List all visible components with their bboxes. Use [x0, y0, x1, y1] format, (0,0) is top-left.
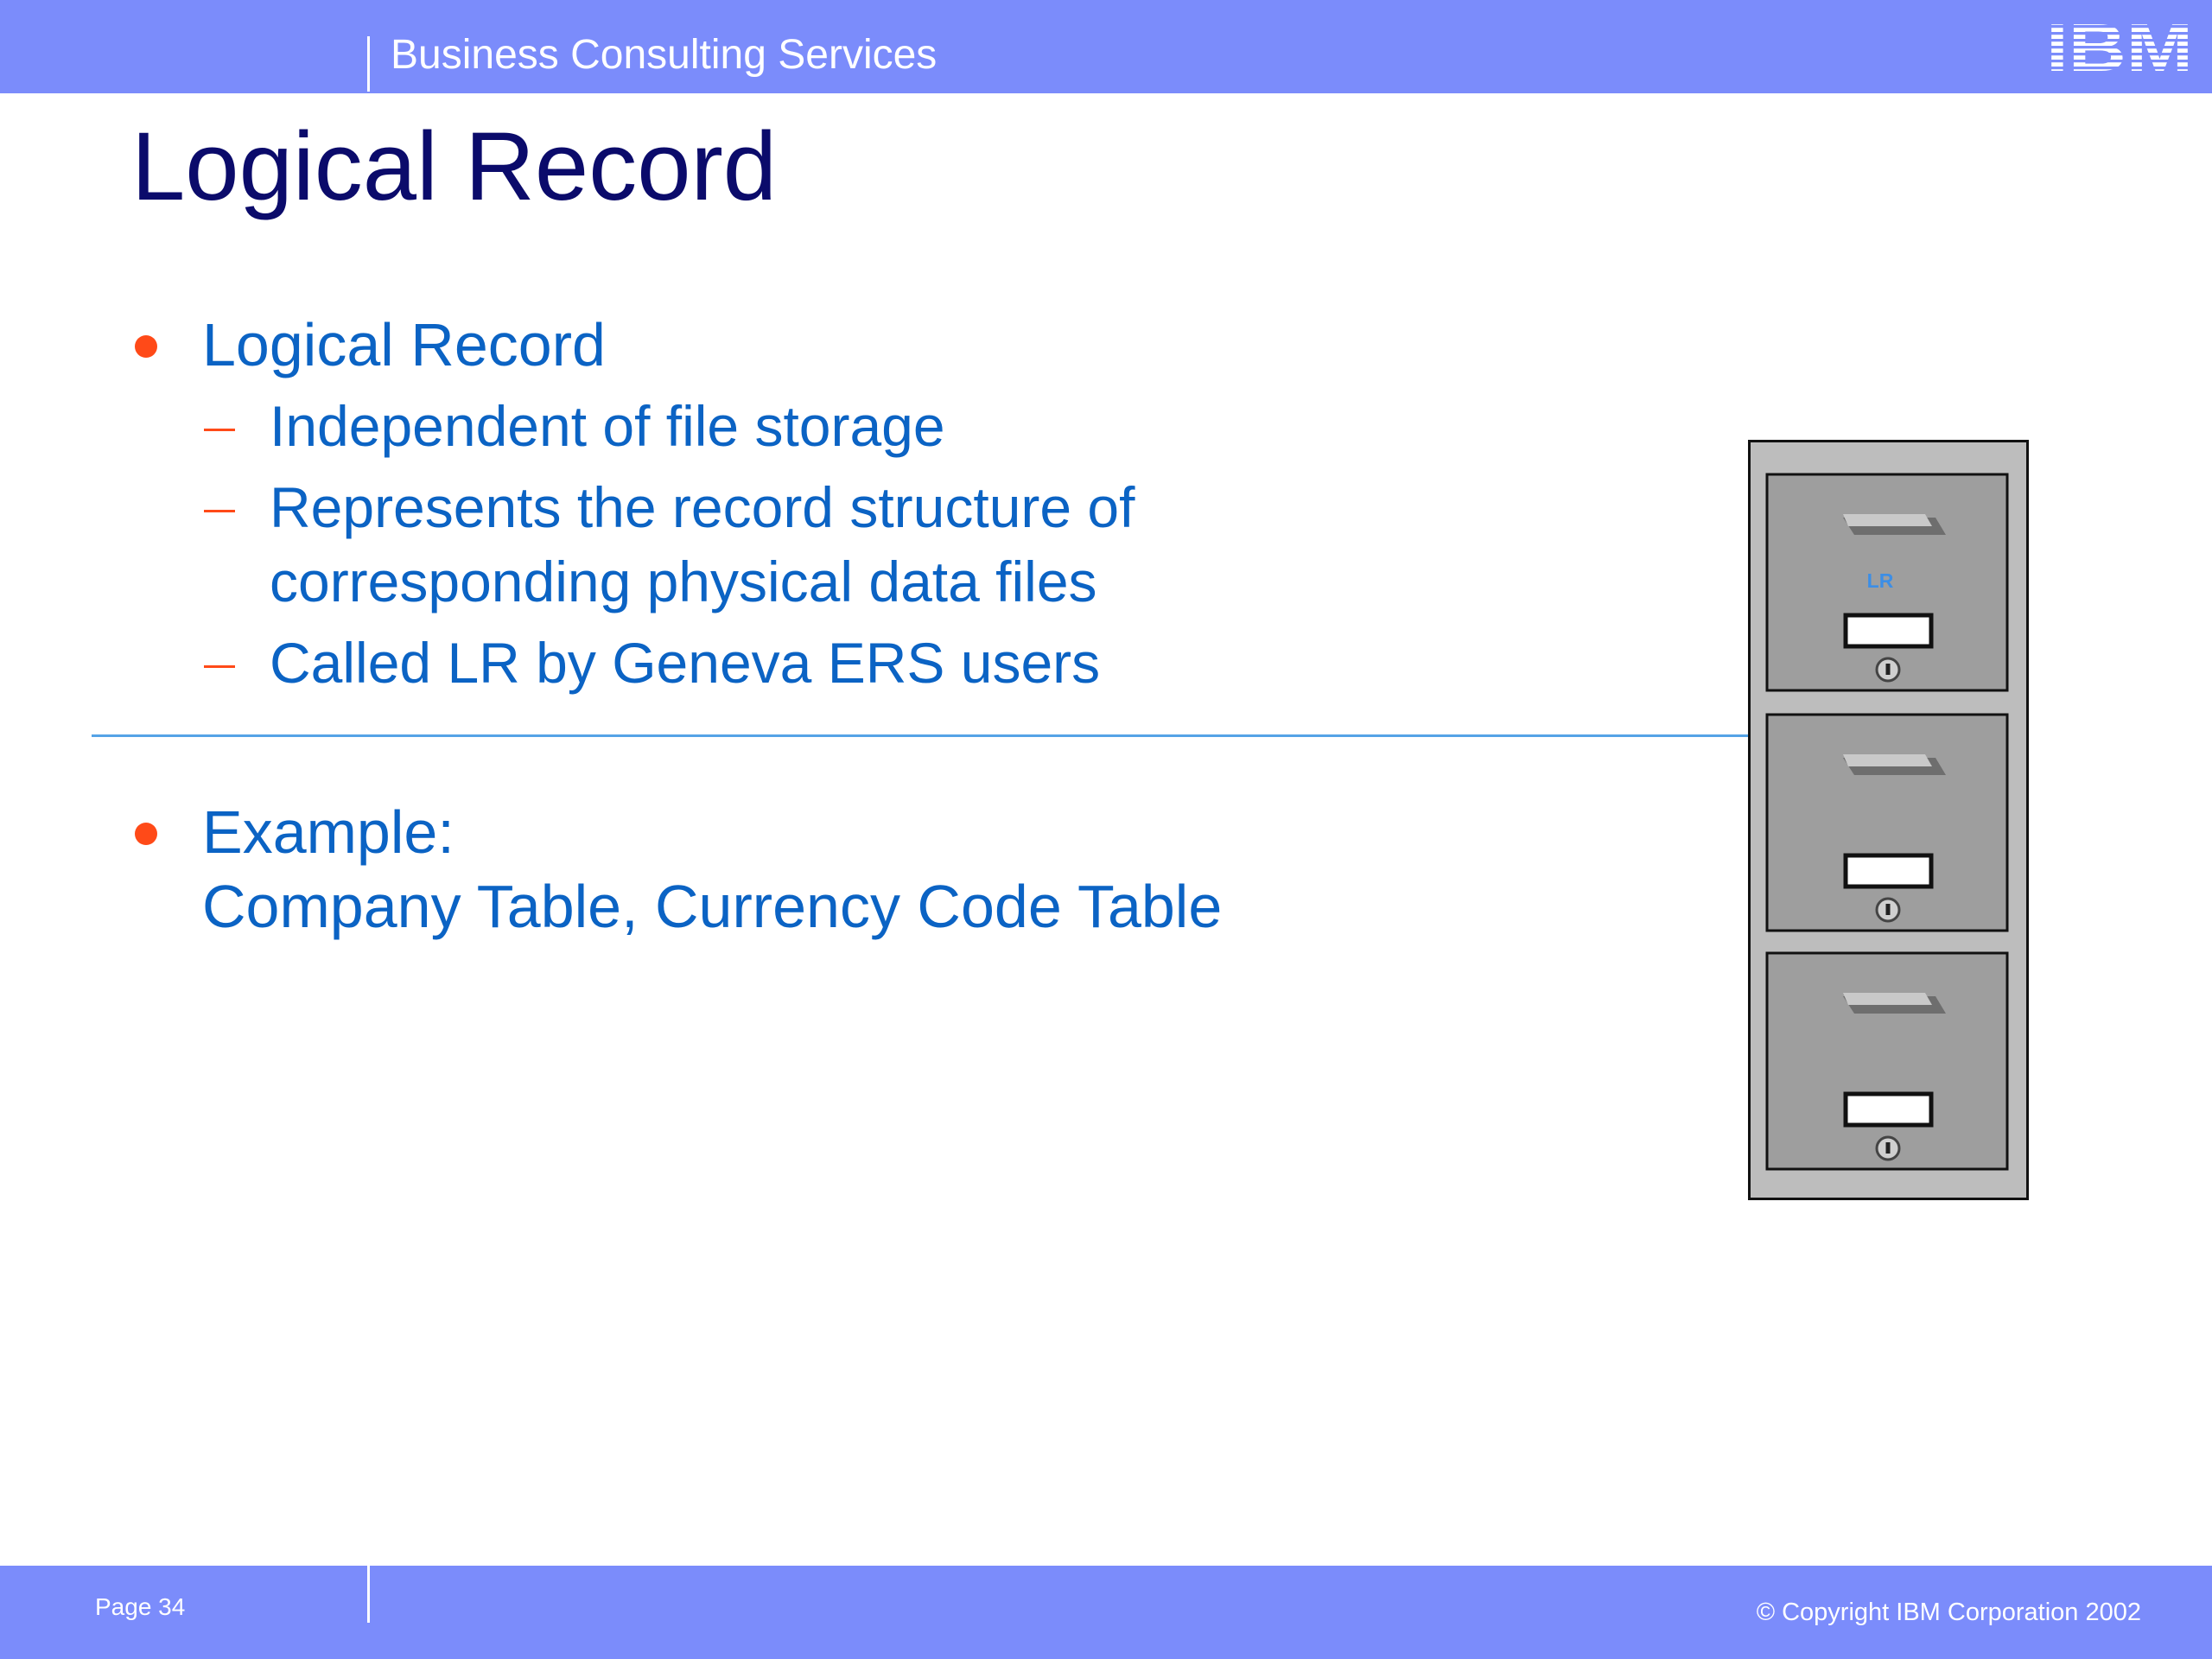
ibm-logo-text: IBM [2046, 14, 2193, 76]
page-title: Logical Record [131, 112, 778, 220]
page-number: Page 34 [95, 1593, 186, 1620]
cabinet-drawer-2 [1765, 713, 2009, 932]
header-divider [367, 36, 370, 92]
sub-bullet-dash [204, 665, 235, 668]
copyright-notice: © Copyright IBM Corporation 2002 [1756, 1599, 2141, 1626]
footer-divider [367, 1566, 370, 1623]
ibm-logo: IBM [2046, 14, 2193, 76]
sub-bullet-dash [204, 510, 235, 512]
cabinet-drawer-3 [1765, 951, 2009, 1171]
sub-bullet-independent: Independent of file storage [270, 394, 945, 458]
bullet-dot [135, 823, 157, 845]
bullet-logical-record: Logical Record [202, 311, 606, 378]
bullet-example-line2: Company Table, Currency Code Table [202, 873, 1223, 940]
separator-line [92, 734, 1751, 737]
cabinet-label-lr: LR [1867, 569, 1894, 592]
bullet-example-line1: Example: [202, 798, 454, 866]
cabinet-drawer-1: LR [1765, 473, 2009, 692]
sub-bullet-called-lr: Called LR by Geneva ERS users [270, 631, 1101, 695]
sub-bullet-represents-line1: Represents the record structure of [270, 475, 1135, 539]
header-bar [0, 0, 2212, 93]
sub-bullet-represents-line2: corresponding physical data files [270, 550, 1097, 613]
filing-cabinet-illustration: LR [1748, 440, 2029, 1200]
sub-bullet-dash [204, 429, 235, 431]
header-title: Business Consulting Services [391, 32, 938, 78]
bullet-dot [135, 335, 157, 358]
